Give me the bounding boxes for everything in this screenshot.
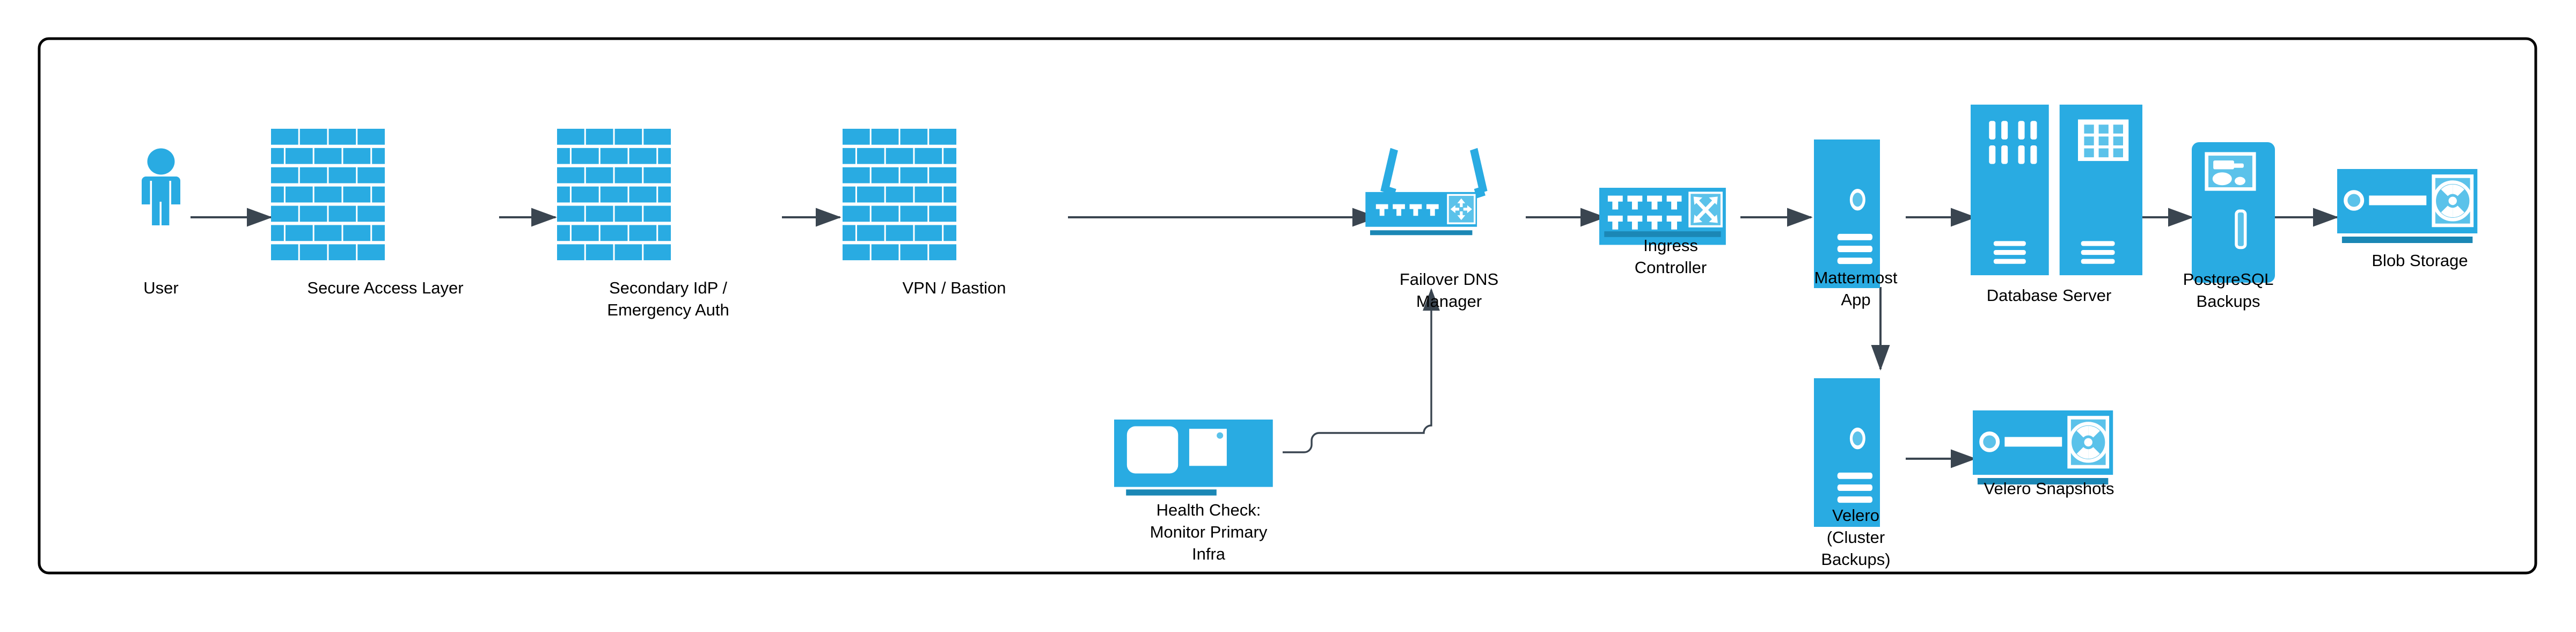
- node-label-blob-storage: Blob Storage: [2372, 251, 2468, 270]
- node-label-velero: Velero (Cluster Backups): [1821, 506, 1891, 569]
- node-label-postgres-backup: PostgreSQL Backups: [2183, 270, 2274, 311]
- wireless-router-icon[interactable]: [1364, 147, 1489, 237]
- node-label-user: User: [143, 278, 179, 297]
- edge-health-check-to-failover-dns: [1283, 288, 1440, 453]
- monitor-display-icon-health-check[interactable]: [1114, 420, 1273, 496]
- firewall-brick-wall-icon-secondary-idp[interactable]: [557, 129, 671, 261]
- node-label-secure-access: Secure Access Layer: [307, 278, 464, 297]
- node-label-health-check: Health Check: Monitor Primary Infra: [1150, 501, 1268, 563]
- server-tower-icon-mattermost[interactable]: [1814, 139, 1880, 288]
- blob-storage-icon[interactable]: [2337, 169, 2477, 243]
- backup-tower-icon-postgres[interactable]: [2192, 142, 2275, 283]
- node-label-mattermost-app: Mattermost App: [1814, 268, 1898, 309]
- database-rack-icon[interactable]: [1971, 105, 2142, 275]
- node-label-velero-snapshots: Velero Snapshots: [1984, 479, 2114, 498]
- user-person-icon[interactable]: [142, 148, 180, 229]
- node-label-failover-dns: Failover DNS Manager: [1399, 270, 1499, 311]
- diagram-container-border: [38, 37, 2537, 575]
- firewall-brick-wall-icon-secure-access[interactable]: [271, 129, 385, 261]
- node-label-secondary-idp: Secondary IdP / Emergency Auth: [607, 278, 729, 319]
- node-label-database-server: Database Server: [1986, 286, 2112, 305]
- node-label-vpn-bastion: VPN / Bastion: [902, 278, 1006, 297]
- node-label-ingress: Ingress Controller: [1634, 236, 1707, 277]
- firewall-brick-wall-icon-vpn-bastion[interactable]: [843, 129, 956, 261]
- blob-storage-icon-velero-snapshots[interactable]: [1973, 410, 2113, 484]
